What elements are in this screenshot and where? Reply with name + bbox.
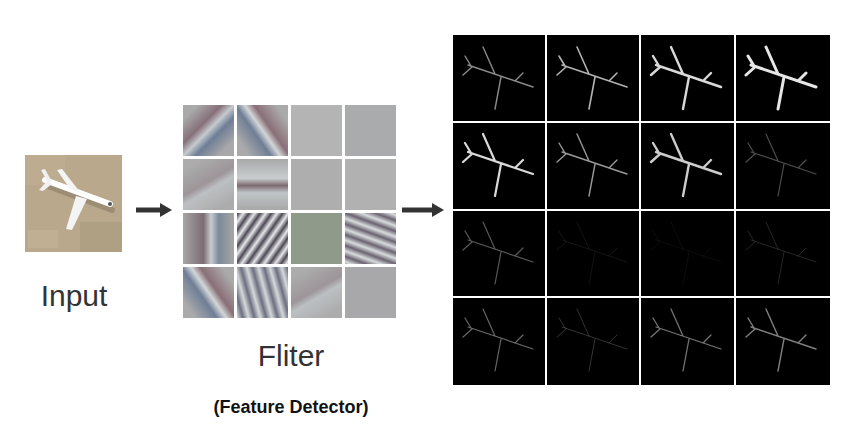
node-sublabel: (Feature Detector) [176, 396, 406, 418]
filter-node: Fliter (Feature Detector) [176, 100, 406, 428]
arrow [402, 203, 444, 217]
filter-grid [183, 105, 396, 318]
node-label: Fliter [176, 338, 406, 374]
input-photo [25, 155, 122, 252]
input-node: Input [16, 150, 132, 325]
feature-maps [453, 35, 830, 385]
node-label: Input [16, 278, 132, 314]
arrow [136, 203, 172, 217]
